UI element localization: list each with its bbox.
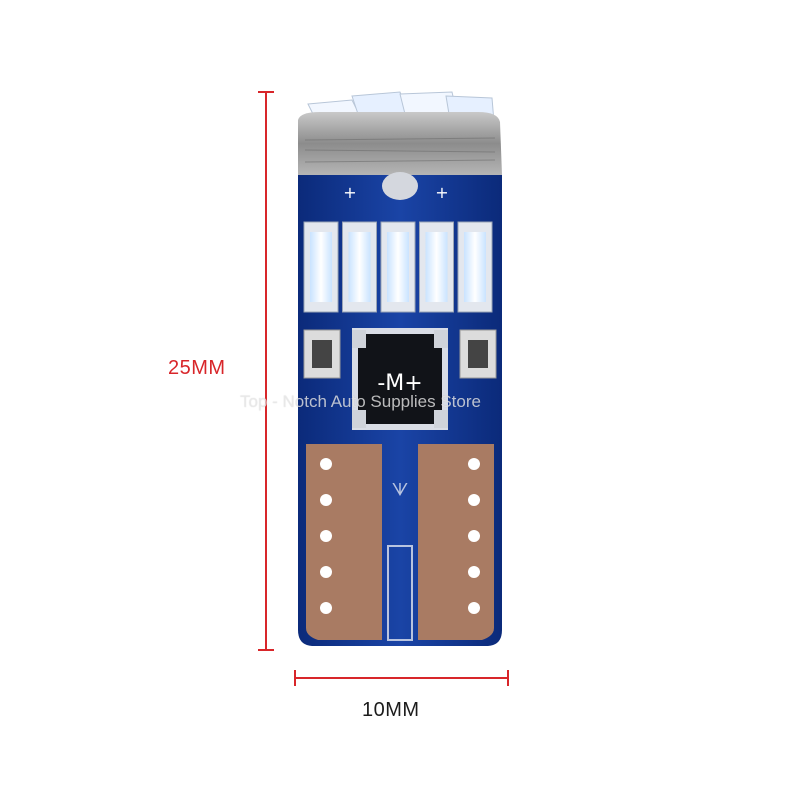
chip-marking: -M+	[377, 371, 422, 396]
store-watermark: Top - Notch Auto Supplies Store	[240, 392, 481, 411]
front-led-row	[303, 221, 493, 313]
front-led	[303, 221, 339, 313]
contact-hole	[468, 602, 480, 614]
driver-chip: -M+	[352, 328, 448, 430]
contact-hole	[320, 494, 332, 506]
polarity-mark-left: +	[343, 183, 356, 202]
contact-hole	[320, 602, 332, 614]
contact-hole	[320, 566, 332, 578]
side-components	[303, 329, 497, 379]
contact-hole	[468, 458, 480, 470]
contact-hole	[468, 530, 480, 542]
svg-text:ᗐ: ᗐ	[392, 480, 409, 501]
front-led	[457, 221, 493, 313]
copper-contacts: ᗐ	[306, 444, 494, 641]
solder-joint	[382, 172, 418, 200]
width-dimension-line	[294, 670, 509, 686]
contact-hole	[320, 530, 332, 542]
height-dimension-line	[258, 91, 274, 651]
contact-hole	[468, 494, 480, 506]
height-dimension-label: 25MM	[168, 357, 226, 379]
contact-hole	[468, 566, 480, 578]
contact-holes	[320, 458, 480, 614]
front-led	[419, 221, 454, 313]
front-led	[380, 221, 416, 313]
contact-hole	[320, 458, 332, 470]
polarity-mark-right: +	[435, 183, 448, 202]
solder-cap	[298, 112, 502, 175]
front-led	[342, 221, 377, 313]
width-dimension-label: 10MM	[362, 699, 420, 721]
